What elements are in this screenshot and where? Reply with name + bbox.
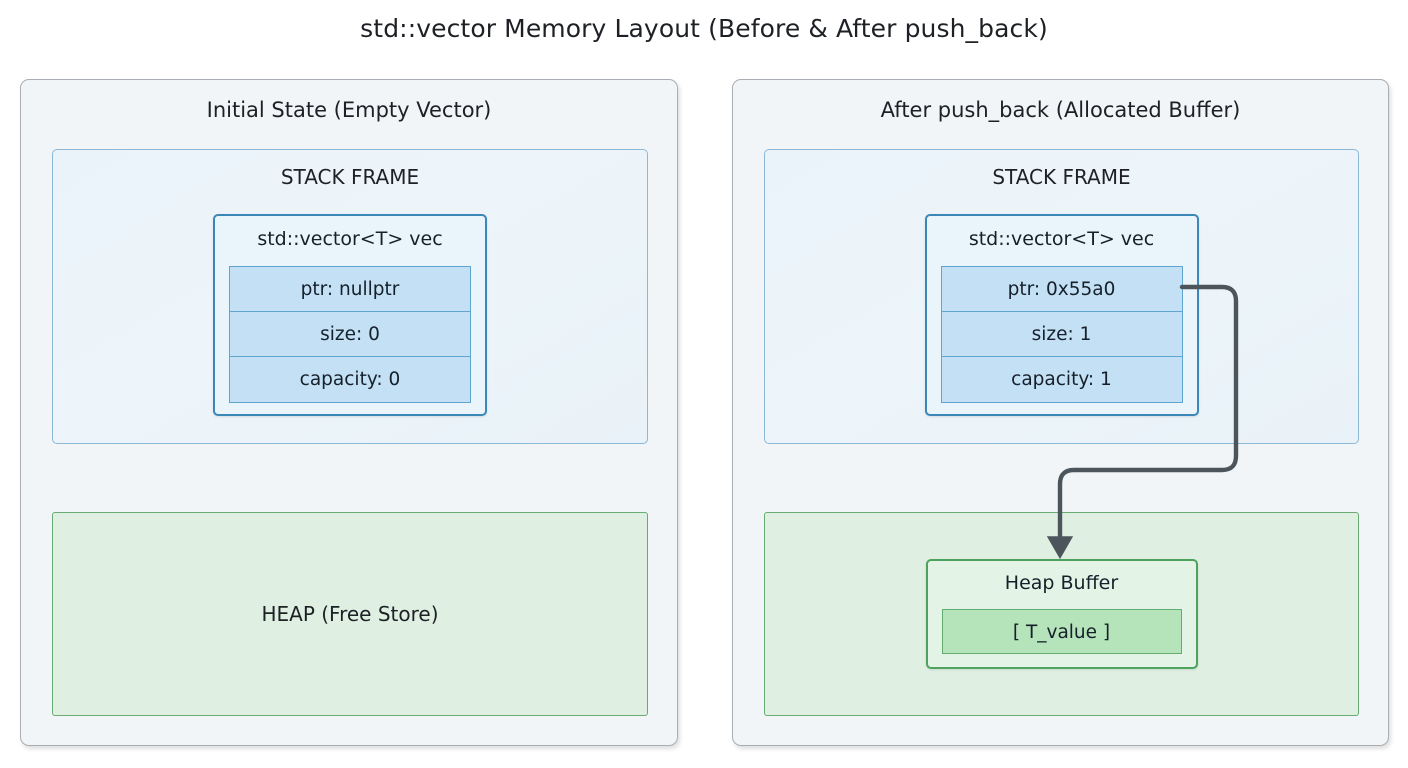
stack-frame-after: STACK FRAME std::vector<T> vec ptr: 0x55… (764, 149, 1359, 444)
stack-frame-initial: STACK FRAME std::vector<T> vec ptr: null… (52, 149, 648, 444)
heap-buffer-box: Heap Buffer [ T_value ] (925, 559, 1198, 669)
diagram-title: std::vector Memory Layout (Before & Afte… (360, 14, 1048, 43)
heap-region-initial: HEAP (Free Store) (52, 512, 648, 716)
heap-buffer-title: Heap Buffer (1004, 572, 1119, 594)
vector-field-size-after: size: 1 (941, 312, 1182, 357)
vector-field-size-initial: size: 0 (230, 312, 470, 357)
panel-initial-state: Initial State (Empty Vector) STACK FRAME… (20, 79, 678, 746)
panel-after-push-back: After push_back (Allocated Buffer) STACK… (732, 79, 1389, 746)
heap-region-after: Heap Buffer [ T_value ] (764, 512, 1359, 716)
vector-struct-after: std::vector<T> vec ptr: 0x55a0 size: 1 c… (924, 214, 1199, 416)
vector-struct-initial: std::vector<T> vec ptr: nullptr size: 0 … (213, 214, 487, 416)
stack-frame-label-initial: STACK FRAME (280, 165, 420, 189)
heap-label-initial: HEAP (Free Store) (261, 602, 439, 626)
vector-field-capacity-after: capacity: 1 (941, 357, 1182, 402)
heap-buffer-slot: [ T_value ] (941, 609, 1182, 654)
vector-field-ptr-initial: ptr: nullptr (230, 267, 470, 312)
vector-field-ptr-after: ptr: 0x55a0 (941, 267, 1182, 312)
vector-struct-title-after: std::vector<T> vec (968, 228, 1155, 250)
panel-title-initial-state: Initial State (Empty Vector) (206, 98, 492, 122)
vector-fields-initial: ptr: nullptr size: 0 capacity: 0 (229, 266, 471, 403)
vector-struct-title-initial: std::vector<T> vec (257, 228, 443, 250)
stack-frame-label-after: STACK FRAME (992, 165, 1131, 189)
vector-field-capacity-initial: capacity: 0 (230, 357, 470, 402)
vector-fields-after: ptr: 0x55a0 size: 1 capacity: 1 (940, 266, 1183, 403)
panel-title-after-push-back: After push_back (Allocated Buffer) (880, 98, 1241, 122)
